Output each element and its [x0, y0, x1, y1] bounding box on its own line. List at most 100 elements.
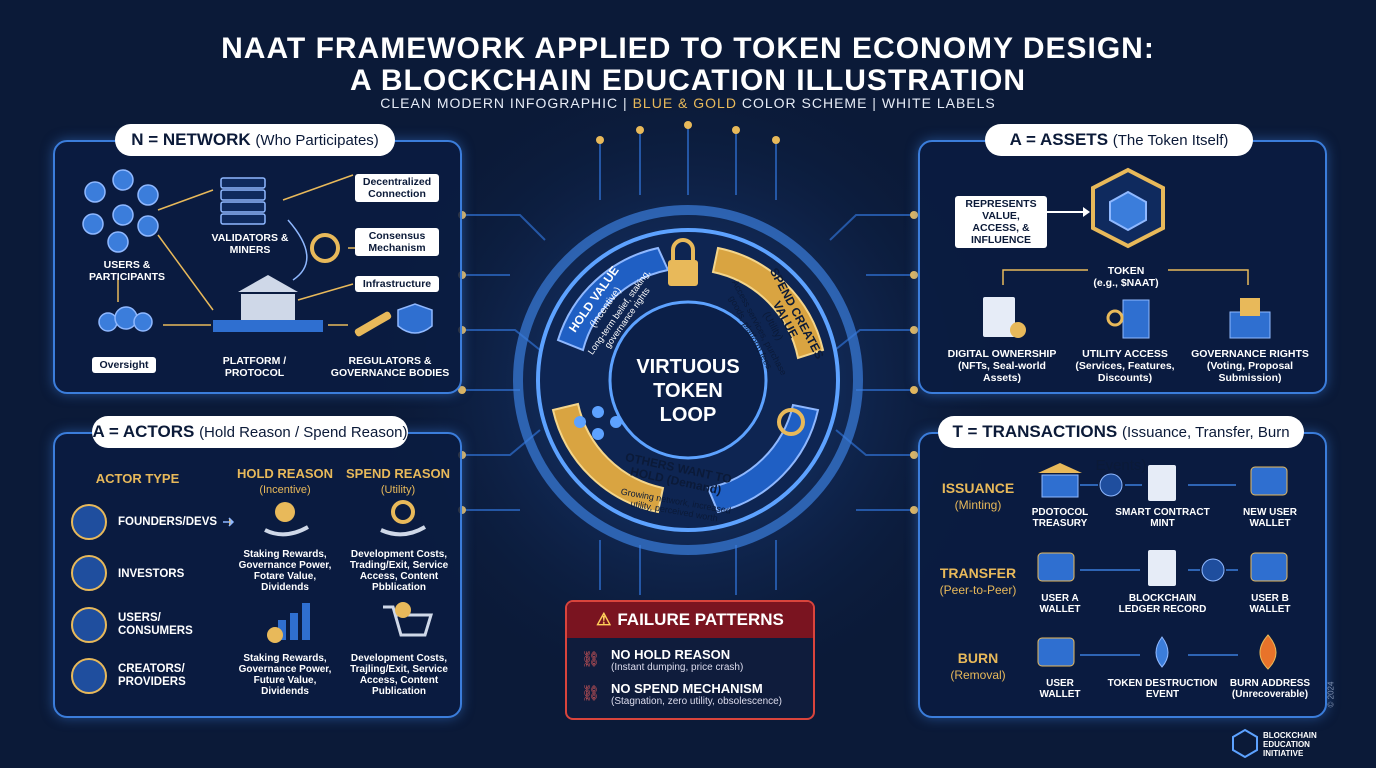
actors-title-main: A = ACTORS	[92, 422, 195, 441]
failure-item-name: NO SPEND MECHANISM	[611, 681, 763, 696]
token-label: TOKEN(e.g., $NAAT)	[1080, 265, 1172, 289]
actor-row-creators: CREATORS/ PROVIDERS	[118, 663, 186, 688]
user-icon	[137, 184, 159, 206]
ballot-box-icon	[1229, 298, 1271, 339]
spend-value-arrow-tail	[706, 403, 820, 514]
failure-patterns-box: ⚠FAILURE PATTERNS ⛓ NO HOLD REASON(Insta…	[565, 600, 815, 720]
token-name: TOKEN	[1107, 265, 1145, 277]
regulators-label: REGULATORS & GOVERNANCE BODIES	[330, 355, 450, 379]
spend-reason-block-1: Development Costs, Trading/Exit, Service…	[349, 549, 449, 593]
failure-item-no-hold: NO HOLD REASON(Instant dumping, price cr…	[611, 647, 743, 673]
platform-protocol-label: PLATFORM / PROTOCOL	[222, 355, 287, 379]
tx-row-name: BURN	[957, 650, 999, 666]
actor-row-founders: FOUNDERS/DEVS	[118, 516, 218, 528]
shopping-cart-icon	[383, 602, 434, 637]
creator-avatar-icon	[71, 658, 107, 694]
tx-row-issuance: ISSUANCE (Minting)	[928, 480, 1028, 513]
assets-title-sub: (The Token Itself)	[1112, 132, 1229, 149]
decentralized-connection-label: Decentralized Connection	[355, 174, 439, 202]
asset-item-desc: (Services, Features, Discounts)	[1075, 360, 1175, 384]
server-rack-icon	[220, 177, 266, 225]
represents-label: REPRESENTS VALUE, ACCESS, & INFLUENCE	[955, 196, 1047, 248]
hold-reason-sub: (Incentive)	[259, 484, 311, 496]
network-diagram	[82, 169, 433, 337]
subtitle-part-b: BLUE & GOLD	[632, 95, 737, 111]
loop-center-line2: TOKEN	[653, 380, 723, 402]
assets-title: A = ASSETS (The Token Itself)	[985, 124, 1253, 156]
blockchain-node-icon	[1099, 473, 1123, 497]
tx-row-transfer: TRANSFER(Peer-to-Peer)	[928, 565, 1028, 598]
failure-item-desc: (Stagnation, zero utility, obsolescence)	[611, 696, 783, 707]
network-title-main: N = NETWORK	[131, 130, 251, 149]
loop-center-line1: VIRTUOUS	[636, 356, 740, 378]
asset-item-ownership: DIGITAL OWNERSHIP(NFTs, Seal-world Asset…	[942, 348, 1062, 384]
token-coin-icon	[1091, 167, 1165, 249]
spend-value-arrow	[711, 246, 825, 360]
actor-row-investors: INVESTORS	[118, 568, 185, 580]
page-title-line2: A BLOCKCHAIN EDUCATION ILLUSTRATION	[349, 64, 1027, 97]
hold-reason-block-1: Staking Rewards, Governance Power, Fotar…	[238, 549, 332, 593]
gear-icon	[310, 233, 340, 263]
network-people-icon	[574, 406, 622, 440]
bank-icon	[213, 275, 323, 332]
tx-row-sub: (Removal)	[950, 668, 1006, 682]
virtuous-loop-diagram	[513, 205, 863, 555]
coin-hand-icon	[264, 502, 309, 537]
blockchain-node-icon	[1201, 558, 1225, 582]
key-door-icon	[1106, 299, 1150, 339]
tx-step-burn-address: BURN ADDRESS (Unrecoverable)	[1229, 678, 1311, 700]
tx-step-new-wallet: NEW USER WALLET	[1243, 507, 1297, 529]
gavel-icon	[354, 311, 392, 337]
tx-step-treasury: PDOTOCOL TREASURY	[1031, 507, 1089, 529]
asset-item-name: DIGITAL OWNERSHIP	[947, 348, 1057, 360]
investor-avatar-icon	[71, 555, 107, 591]
others-hold-arrow	[551, 402, 665, 514]
tx-row-burn: BURN (Removal)	[928, 650, 1028, 683]
subtitle-part-c: COLOR SCHEME | WHITE LABELS	[741, 95, 996, 111]
actors-title-sub: (Hold Reason / Spend Reason)	[199, 424, 408, 441]
gear-hand-icon	[380, 500, 427, 537]
asset-item-governance: GOVERNANCE RIGHTS(Voting, Proposal Submi…	[1190, 348, 1310, 384]
wallet-icon	[1250, 466, 1288, 496]
spend-reason-sub: (Utility)	[380, 484, 416, 496]
blue-flame-icon	[1155, 636, 1169, 668]
actor-row-users: USERS/ CONSUMERS	[118, 612, 193, 637]
contract-document-icon	[1148, 465, 1176, 501]
token-sub: (e.g., $NAAT)	[1093, 277, 1159, 289]
failure-header: ⚠FAILURE PATTERNS	[567, 602, 813, 638]
tx-row-name: ISSUANCE	[941, 480, 1015, 496]
transactions-title-main: T = TRANSACTIONS	[952, 422, 1118, 441]
broken-link-icon: ⛓	[581, 685, 601, 702]
wallet-icon	[1037, 552, 1075, 582]
user-icon	[112, 169, 134, 191]
hold-reason-block-2: Staking Rewards, Governance Power, Futur…	[238, 653, 332, 697]
hold-reason-title: HOLD REASON	[236, 466, 334, 481]
user-avatar-icon	[71, 607, 107, 643]
transactions-title: T = TRANSACTIONS (Issuance, Transfer, Bu…	[938, 416, 1304, 474]
failure-item-desc: (Instant dumping, price crash)	[611, 662, 744, 673]
footer-brand: BLOCKCHAIN EDUCATION INITIATIVE	[1263, 731, 1317, 758]
document-certificate-icon	[983, 297, 1026, 338]
tx-row-sub: (Minting)	[954, 498, 1002, 512]
user-icon	[137, 215, 159, 237]
actors-icons	[71, 500, 434, 694]
asset-item-utility: UTILITY ACCESS(Services, Features, Disco…	[1070, 348, 1180, 384]
wallet-icon	[1037, 637, 1075, 667]
shield-icon	[397, 303, 433, 334]
assets-diagram	[983, 167, 1271, 339]
ledger-icon	[1148, 550, 1176, 586]
founder-avatar-icon	[71, 504, 107, 540]
actors-title: A = ACTORS (Hold Reason / Spend Reason)	[92, 416, 408, 448]
cube-logo-icon	[1232, 728, 1258, 758]
asset-item-desc: (Voting, Proposal Submission)	[1206, 360, 1294, 384]
lock-icon	[668, 238, 698, 286]
tx-step-user-wallet: USER WALLET	[1039, 678, 1081, 700]
treasury-icon	[1038, 463, 1082, 498]
spend-reason-title: SPEND REASON	[345, 466, 451, 481]
wallet-icon	[1250, 552, 1288, 582]
assets-title-main: A = ASSETS	[1009, 130, 1109, 149]
tx-step-mint: SMART CONTRACT MINT	[1115, 507, 1210, 529]
footer-year: © 2024	[1326, 681, 1336, 708]
spend-reason-header: SPEND REASON (Utility)	[342, 466, 454, 498]
transactions-title-sub: (Issuance, Transfer, Burn Events)	[1095, 424, 1290, 474]
